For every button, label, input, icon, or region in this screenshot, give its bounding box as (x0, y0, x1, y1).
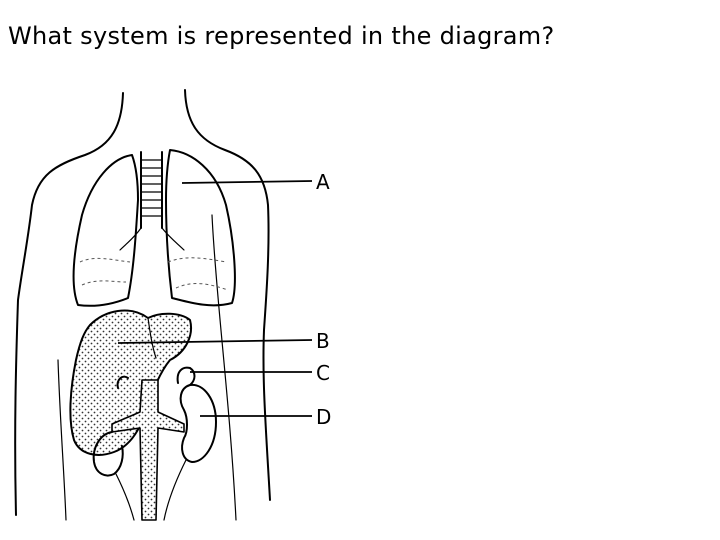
label-c: C (316, 361, 330, 385)
label-a: A (316, 170, 330, 194)
leader-line-a (182, 181, 312, 183)
liver (70, 311, 191, 455)
right-lung (166, 150, 235, 305)
right-kidney (181, 385, 216, 462)
left-lung (74, 155, 138, 306)
lungs (74, 150, 235, 306)
label-d: D (316, 405, 331, 429)
trachea (120, 152, 184, 250)
label-b: B (316, 329, 330, 353)
